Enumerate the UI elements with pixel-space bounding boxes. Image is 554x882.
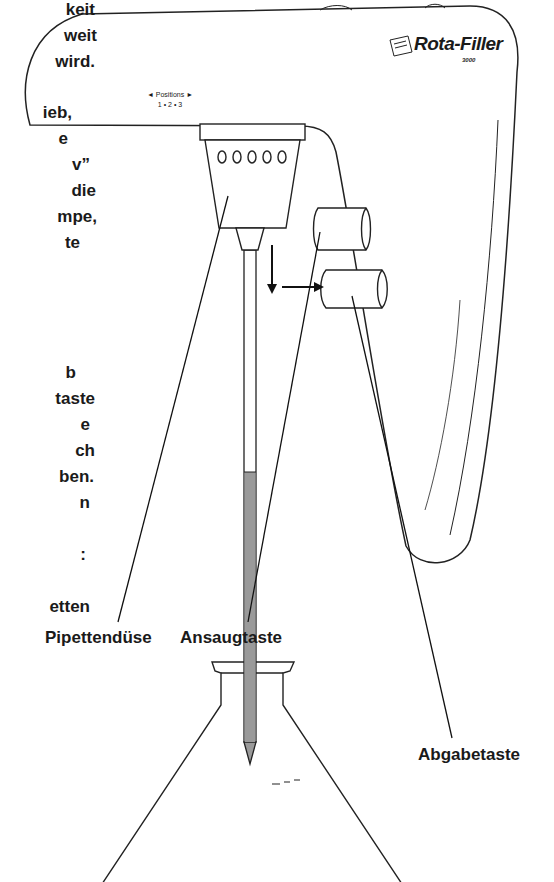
position-numbers: 1 • 2 • 3: [158, 100, 182, 109]
nozzle-vents: [218, 151, 286, 163]
motion-arrows: [272, 245, 322, 292]
text-fragment: te: [65, 233, 80, 253]
text-fragment: etten: [49, 597, 90, 617]
buttons: [314, 208, 388, 308]
text-fragment: taste: [55, 389, 95, 409]
text-fragment: e: [59, 129, 68, 149]
pipette: [244, 250, 256, 764]
model-number: 3000: [462, 56, 475, 64]
part-label: Ansaugtaste: [180, 628, 282, 648]
part-label: Abgabetaste: [418, 745, 520, 765]
pipette-nozzle: [200, 124, 305, 250]
part-label: Pipettendüse: [45, 628, 152, 648]
leader-lines: [118, 196, 452, 738]
brand-logo: Rota-Filler: [414, 34, 502, 54]
text-fragment: keit: [66, 0, 95, 20]
text-fragment: ieb,: [43, 103, 72, 123]
text-fragment: ch: [75, 441, 95, 461]
text-fragment: weit: [64, 26, 97, 46]
text-fragment: n: [80, 493, 90, 513]
text-fragment: mpe,: [57, 207, 97, 227]
text-fragment: e: [81, 415, 90, 435]
text-fragment: ben.: [59, 467, 94, 487]
text-fragment: wird.: [55, 52, 95, 72]
logo-badge: [390, 36, 412, 56]
pipette-controller-body: [25, 4, 517, 563]
text-fragment: :: [80, 545, 86, 565]
text-fragment: b: [66, 363, 76, 383]
position-marking: ◄ Positions ►: [147, 90, 193, 99]
text-fragment: v”: [72, 155, 90, 175]
text-fragment: die: [71, 181, 96, 201]
